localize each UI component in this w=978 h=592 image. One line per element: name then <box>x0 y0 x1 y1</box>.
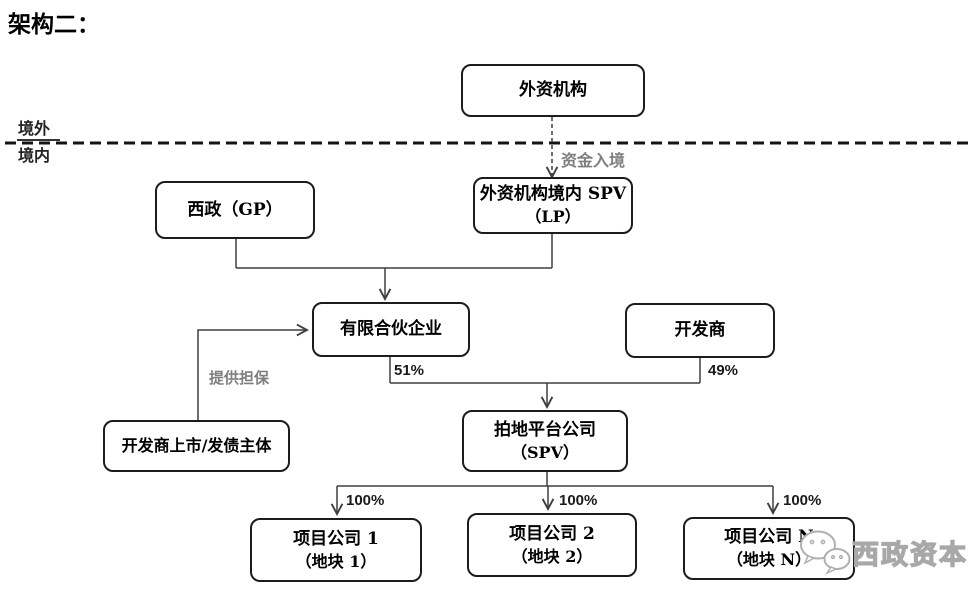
label-projectN-share: 100% <box>783 492 822 509</box>
label-project1-share: 100% <box>346 492 385 509</box>
offshore-label: 境外 <box>18 119 51 138</box>
node-label: 西政（GP） <box>187 199 283 220</box>
node-sublabel: （地块 2） <box>511 546 593 566</box>
watermark: 西政资本 <box>798 528 968 576</box>
node-label: 外资机构境内 SPV <box>479 184 627 205</box>
node-land-platform-spv: 拍地平台公司 （SPV） <box>462 410 628 472</box>
node-developer: 开发商 <box>625 303 775 358</box>
node-sublabel: （SPV） <box>510 442 579 462</box>
onshore-label: 境内 <box>18 146 51 165</box>
node-project-company-n: 项目公司 N （地块 N） <box>683 517 855 580</box>
wechat-icon <box>800 530 851 575</box>
node-label: 项目公司 2 <box>509 523 595 544</box>
node-sublabel: （LP） <box>525 207 581 227</box>
label-developer-share: 49% <box>708 362 739 379</box>
node-xizheng-gp: 西政（GP） <box>155 181 315 239</box>
node-sublabel: （地块 N） <box>726 550 812 570</box>
node-project-company-1: 项目公司 1 （地块 1） <box>250 518 422 582</box>
label-capital-inbound: 资金入境 <box>561 151 626 170</box>
node-onshore-spv-lp: 外资机构境内 SPV （LP） <box>473 177 633 234</box>
node-label: 拍地平台公司 <box>494 419 596 440</box>
node-label: 开发商上市/发债主体 <box>121 436 272 456</box>
node-developer-listed-entity: 开发商上市/发债主体 <box>103 420 290 472</box>
watermark-text: 西政资本 <box>851 539 968 571</box>
label-guarantee: 提供担保 <box>209 369 270 387</box>
node-label: 项目公司 1 <box>293 528 379 549</box>
node-label: 有限合伙企业 <box>340 319 442 340</box>
label-project2-share: 100% <box>559 492 598 509</box>
node-project-company-2: 项目公司 2 （地块 2） <box>467 513 637 577</box>
node-label: 开发商 <box>674 320 726 341</box>
label-partnership-share: 51% <box>394 362 425 379</box>
edge-guarantee <box>197 323 310 420</box>
node-foreign-institution: 外资机构 <box>461 64 645 117</box>
node-sublabel: （地块 1） <box>295 551 377 571</box>
node-label: 项目公司 N <box>724 527 814 548</box>
page-title: 架构二： <box>8 11 100 38</box>
node-label: 外资机构 <box>519 80 587 101</box>
node-limited-partnership: 有限合伙企业 <box>312 302 470 357</box>
